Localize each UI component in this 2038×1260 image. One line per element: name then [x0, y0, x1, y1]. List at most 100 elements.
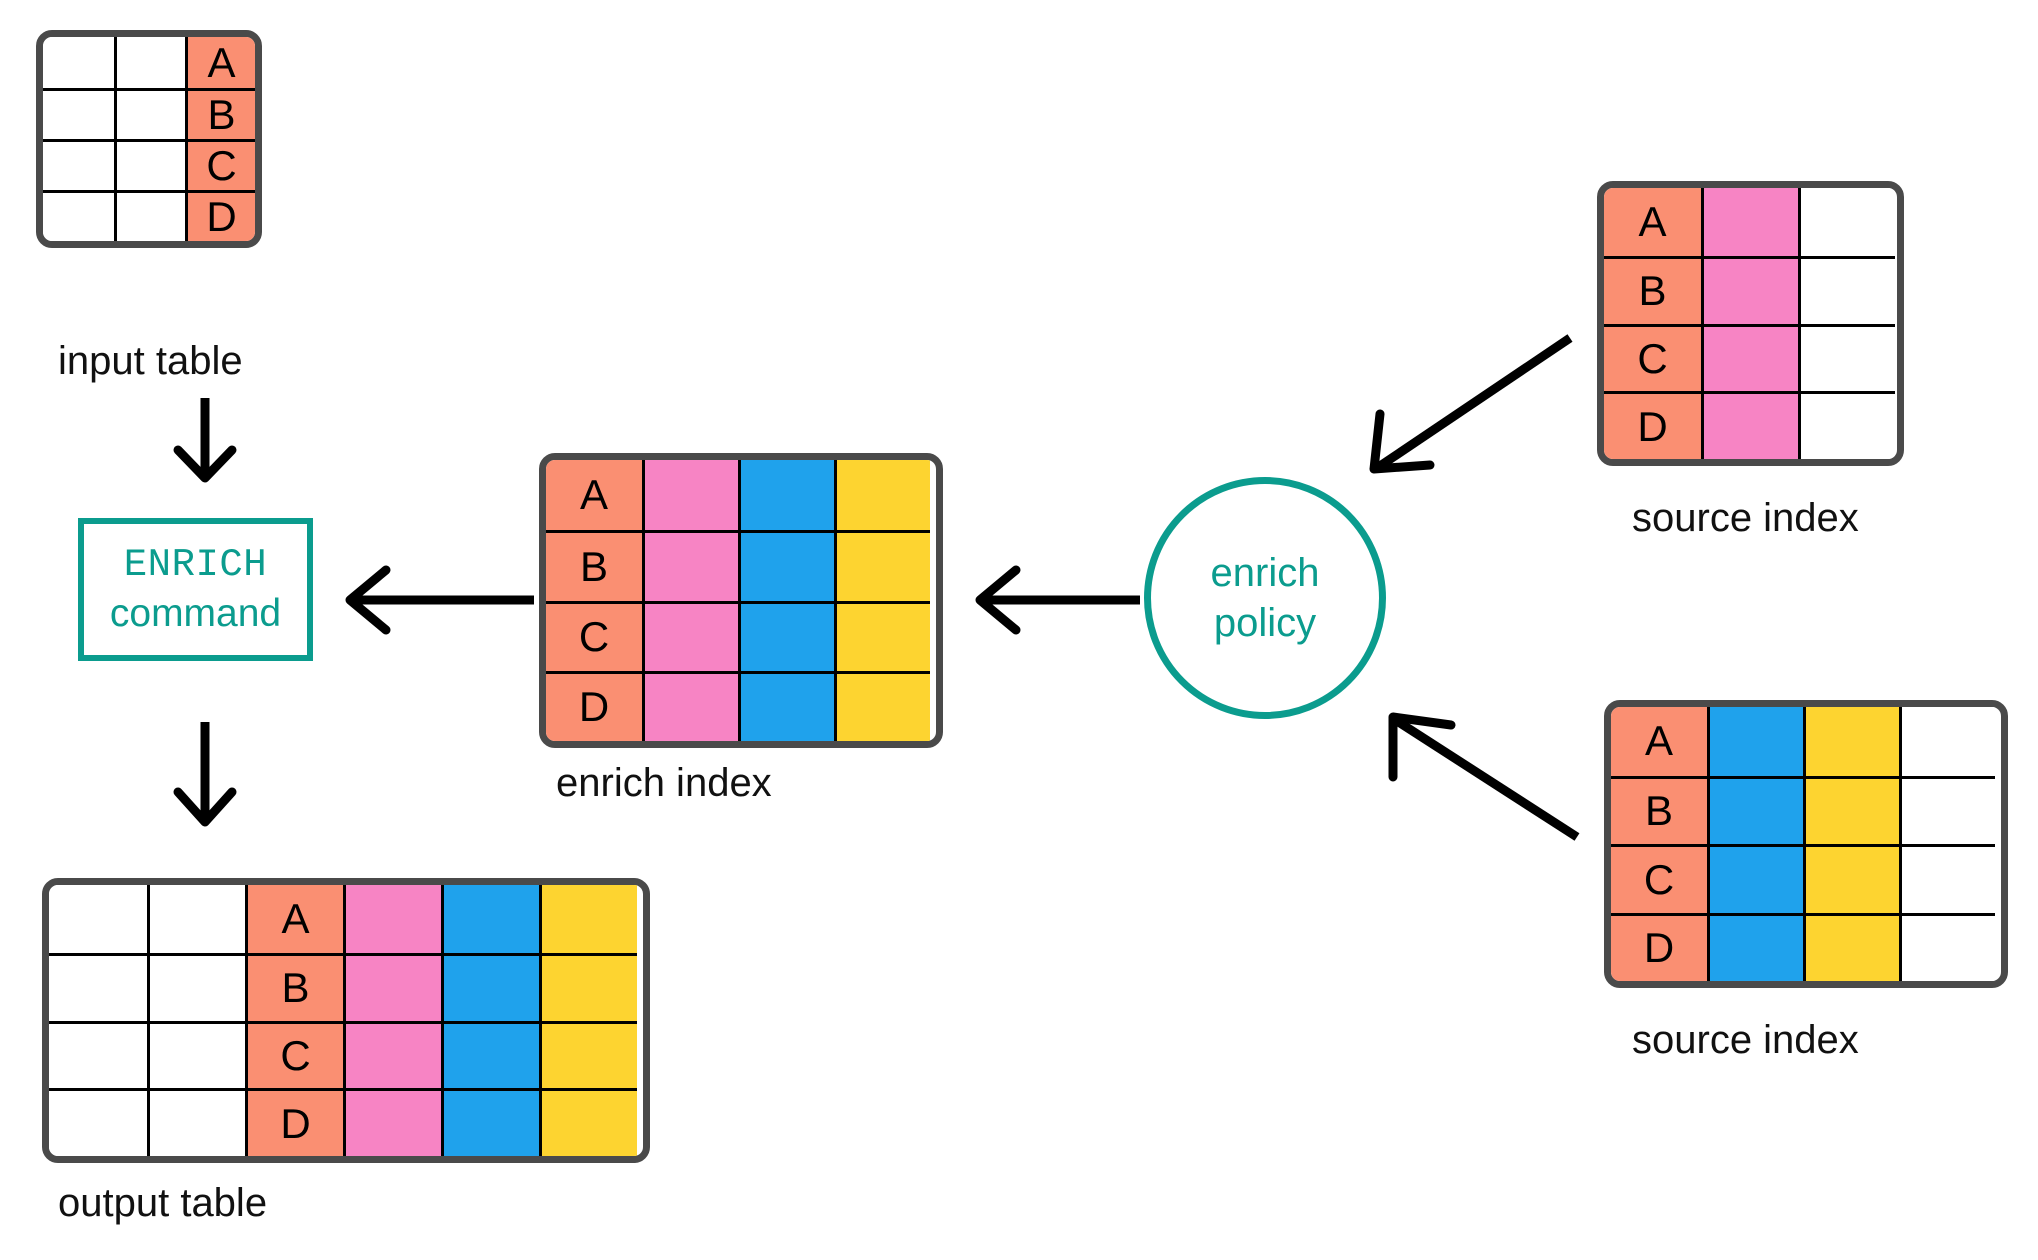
enrich-command-box[interactable]: ENRICH command — [78, 518, 313, 661]
source-bottom-cell-r3c2 — [1707, 844, 1803, 913]
input-cell-r3c3: C — [185, 139, 255, 190]
output-cell-r1c5 — [441, 885, 539, 953]
output-cell-r3c6 — [539, 1020, 637, 1089]
source-index-bottom-table: A B C D — [1604, 700, 2008, 988]
enrich-command-label: command — [109, 591, 282, 635]
table-row: D — [43, 190, 255, 241]
source-top-cell-r2c2 — [1701, 255, 1798, 324]
arrow-source-index-bottom-to-policy — [1388, 712, 1580, 841]
table-row: A — [1604, 188, 1897, 256]
source-bottom-cell-r4c2 — [1707, 912, 1803, 981]
table-row: D — [1611, 912, 2001, 981]
input-cell-r2c1 — [43, 88, 114, 139]
source-bottom-cell-r2c2 — [1707, 775, 1803, 844]
table-row: B — [546, 530, 936, 601]
input-cell-r1c3: A — [185, 37, 255, 88]
input-cell-r2c2 — [114, 88, 185, 139]
input-cell-r2c3: B — [185, 88, 255, 139]
enrich-index-cell-r2c1: B — [546, 530, 642, 601]
enrich-command-keyword: ENRICH — [123, 542, 268, 587]
table-row: C — [1611, 844, 2001, 913]
output-cell-r3c5 — [441, 1020, 539, 1089]
output-cell-r3c3: C — [245, 1020, 343, 1089]
source-top-cell-r4c3 — [1798, 391, 1895, 459]
output-cell-r4c6 — [539, 1088, 637, 1156]
input-cell-r1c1 — [43, 37, 114, 88]
source-top-cell-r4c2 — [1701, 391, 1798, 459]
table-row: A — [43, 37, 255, 88]
source-top-cell-r1c3 — [1798, 188, 1895, 256]
source-top-cell-r2c1: B — [1604, 255, 1701, 324]
arrow-policy-to-enrich-index — [975, 565, 1140, 635]
output-table-caption: output table — [58, 1181, 268, 1225]
source-index-top-caption: source index — [1632, 496, 1859, 540]
arrow-source-index-top-to-policy — [1369, 334, 1573, 474]
output-cell-r3c4 — [343, 1020, 441, 1089]
table-row: D — [546, 670, 936, 741]
source-top-cell-r1c2 — [1701, 188, 1798, 256]
output-cell-r2c6 — [539, 952, 637, 1021]
source-top-cell-r3c1: C — [1604, 323, 1701, 392]
enrich-policy-line1: enrich — [1210, 551, 1320, 595]
source-top-cell-r3c2 — [1701, 323, 1798, 392]
enrich-index-cell-r4c1: D — [546, 670, 642, 741]
table-row: A — [546, 460, 936, 531]
enrich-index-cell-r2c4 — [834, 530, 930, 601]
source-bottom-cell-r3c4 — [1899, 844, 1995, 913]
output-cell-r2c4 — [343, 952, 441, 1021]
source-bottom-cell-r1c2 — [1707, 707, 1803, 776]
output-cell-r2c3: B — [245, 952, 343, 1021]
output-cell-r1c4 — [343, 885, 441, 953]
output-cell-r4c3: D — [245, 1088, 343, 1156]
output-cell-r4c5 — [441, 1088, 539, 1156]
source-top-cell-r2c3 — [1798, 255, 1895, 324]
source-bottom-cell-r1c3 — [1803, 707, 1899, 776]
output-cell-r2c5 — [441, 952, 539, 1021]
output-cell-r1c3: A — [245, 885, 343, 953]
enrich-index-cell-r3c2 — [642, 600, 738, 671]
source-bottom-cell-r4c1: D — [1611, 912, 1707, 981]
enrich-index-cell-r2c2 — [642, 530, 738, 601]
output-cell-r4c2 — [147, 1088, 245, 1156]
source-top-cell-r1c1: A — [1604, 188, 1701, 256]
output-cell-r4c1 — [49, 1088, 147, 1156]
table-row: A — [1611, 707, 2001, 776]
output-cell-r4c4 — [343, 1088, 441, 1156]
source-top-cell-r3c3 — [1798, 323, 1895, 392]
output-cell-r2c2 — [147, 952, 245, 1021]
enrich-index-cell-r1c2 — [642, 460, 738, 531]
enrich-index-table: A B C D — [539, 453, 943, 748]
source-bottom-cell-r4c4 — [1899, 912, 1995, 981]
output-cell-r1c2 — [147, 885, 245, 953]
enrich-index-cell-r1c4 — [834, 460, 930, 531]
table-row: C — [1604, 323, 1897, 392]
input-table-caption: input table — [58, 339, 243, 383]
output-cell-r3c2 — [147, 1020, 245, 1089]
input-cell-r4c2 — [114, 190, 185, 241]
enrich-index-cell-r4c4 — [834, 670, 930, 741]
source-bottom-cell-r1c4 — [1899, 707, 1995, 776]
output-cell-r1c6 — [539, 885, 637, 953]
enrich-index-cell-r3c3 — [738, 600, 834, 671]
input-cell-r3c2 — [114, 139, 185, 190]
enrich-index-cell-r4c3 — [738, 670, 834, 741]
source-bottom-cell-r2c3 — [1803, 775, 1899, 844]
source-bottom-cell-r4c3 — [1803, 912, 1899, 981]
source-bottom-cell-r2c1: B — [1611, 775, 1707, 844]
output-cell-r1c1 — [49, 885, 147, 953]
enrich-index-cell-r4c2 — [642, 670, 738, 741]
input-cell-r4c1 — [43, 190, 114, 241]
enrich-index-cell-r3c1: C — [546, 600, 642, 671]
table-row: B — [1611, 775, 2001, 844]
enrich-policy-circle[interactable]: enrich policy — [1144, 477, 1386, 719]
table-row: B — [49, 952, 643, 1021]
source-bottom-cell-r3c1: C — [1611, 844, 1707, 913]
table-row: C — [546, 600, 936, 671]
arrow-enrich-index-to-command — [345, 565, 534, 635]
source-index-bottom-caption: source index — [1632, 1018, 1859, 1062]
table-row: C — [49, 1020, 643, 1089]
enrich-index-caption: enrich index — [556, 761, 772, 805]
output-table: A B C D — [42, 878, 650, 1163]
input-cell-r3c1 — [43, 139, 114, 190]
